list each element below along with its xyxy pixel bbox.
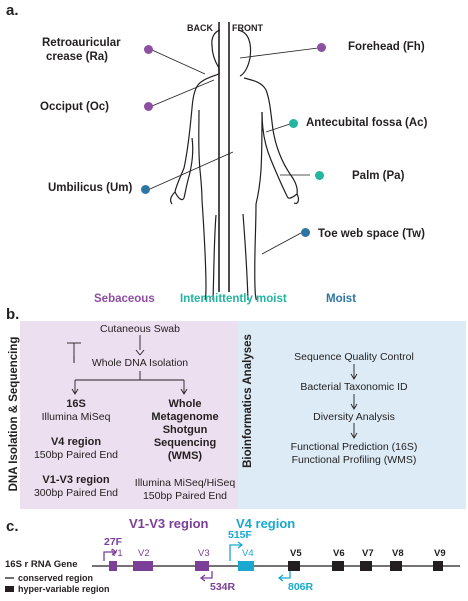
legend-conserved: conserved region xyxy=(18,573,94,583)
panel-a-label: a. xyxy=(6,2,19,19)
gene-label: 16S r RNA Gene xyxy=(5,559,78,570)
v4-region-label: V4 region xyxy=(236,516,296,531)
region-v9: V9 xyxy=(434,548,446,559)
site-dot-occiput xyxy=(144,102,153,111)
whole-dna-isolation-step: Whole DNA Isolation xyxy=(91,357,189,369)
site-dot-antecubital xyxy=(289,119,298,128)
primer-27f: 27F xyxy=(104,536,123,548)
region-v3: V3 xyxy=(198,548,210,559)
primer-806r: 806R xyxy=(288,581,314,593)
pipeline-step-diversity: Diversity Analysis xyxy=(313,411,395,423)
region-v1: V1 xyxy=(111,548,123,559)
bioinformatics-background xyxy=(238,321,466,509)
cutaneous-swab-step: Cutaneous Swab xyxy=(100,323,180,335)
panel-c-label: c. xyxy=(6,518,19,535)
site-label-umbilicus: Umbilicus (Um) xyxy=(48,182,133,194)
pipeline-step-functional-profiling: Functional Profiling (WMS) xyxy=(291,454,417,466)
site-dot-palm xyxy=(315,171,324,180)
site-label-forehead: Forehead (Fh) xyxy=(348,41,425,53)
site-label-retroauricular: Retroauricular crease (Ra) xyxy=(42,37,121,63)
category-moist: Moist xyxy=(326,293,357,305)
region-v4: V4 xyxy=(242,548,254,559)
region-v5: V5 xyxy=(290,548,302,559)
site-label-occiput: Occiput (Oc) xyxy=(40,101,110,113)
site-dot-forehead xyxy=(317,43,326,52)
wms-branch: Whole Metagenome Shotgun Sequencing (WMS… xyxy=(134,398,236,502)
front-label: FRONT xyxy=(232,23,263,33)
pipeline-step-quality-control: Sequence Quality Control xyxy=(294,351,414,363)
site-dot-retroauricular xyxy=(144,45,153,54)
site-label-antecubital: Antecubital fossa (Ac) xyxy=(306,117,428,129)
pipeline-step-functional-prediction: Functional Prediction (16S) xyxy=(290,441,418,453)
site-dot-toe-web xyxy=(301,228,310,237)
region-v6: V6 xyxy=(333,548,345,559)
16s-branch: 16S Illumina MiSeq V4 region 150bp Paire… xyxy=(33,398,119,499)
panel-b-label: b. xyxy=(6,306,20,323)
legend-hypervariable: hyper-variable region xyxy=(18,584,110,594)
primer-534r: 534R xyxy=(210,581,236,593)
region-v2: V2 xyxy=(138,548,150,559)
back-label: BACK xyxy=(187,23,213,33)
site-label-toe-web: Toe web space (Tw) xyxy=(318,228,425,240)
v1v3-region-label: V1-V3 region xyxy=(129,516,209,531)
category-intermittently-moist: Intermittently moist xyxy=(180,293,287,305)
pipeline-step-taxonomic-id: Bacterial Taxonomic ID xyxy=(300,381,408,393)
primer-515f: 515F xyxy=(228,529,252,541)
region-v7: V7 xyxy=(362,548,374,559)
site-dot-umbilicus xyxy=(141,185,150,194)
region-v8: V8 xyxy=(392,548,404,559)
dna-isolation-background xyxy=(20,321,238,509)
body-figure-illustration xyxy=(149,22,319,300)
category-sebaceous: Sebaceous xyxy=(94,293,155,305)
site-label-palm: Palm (Pa) xyxy=(352,170,405,182)
